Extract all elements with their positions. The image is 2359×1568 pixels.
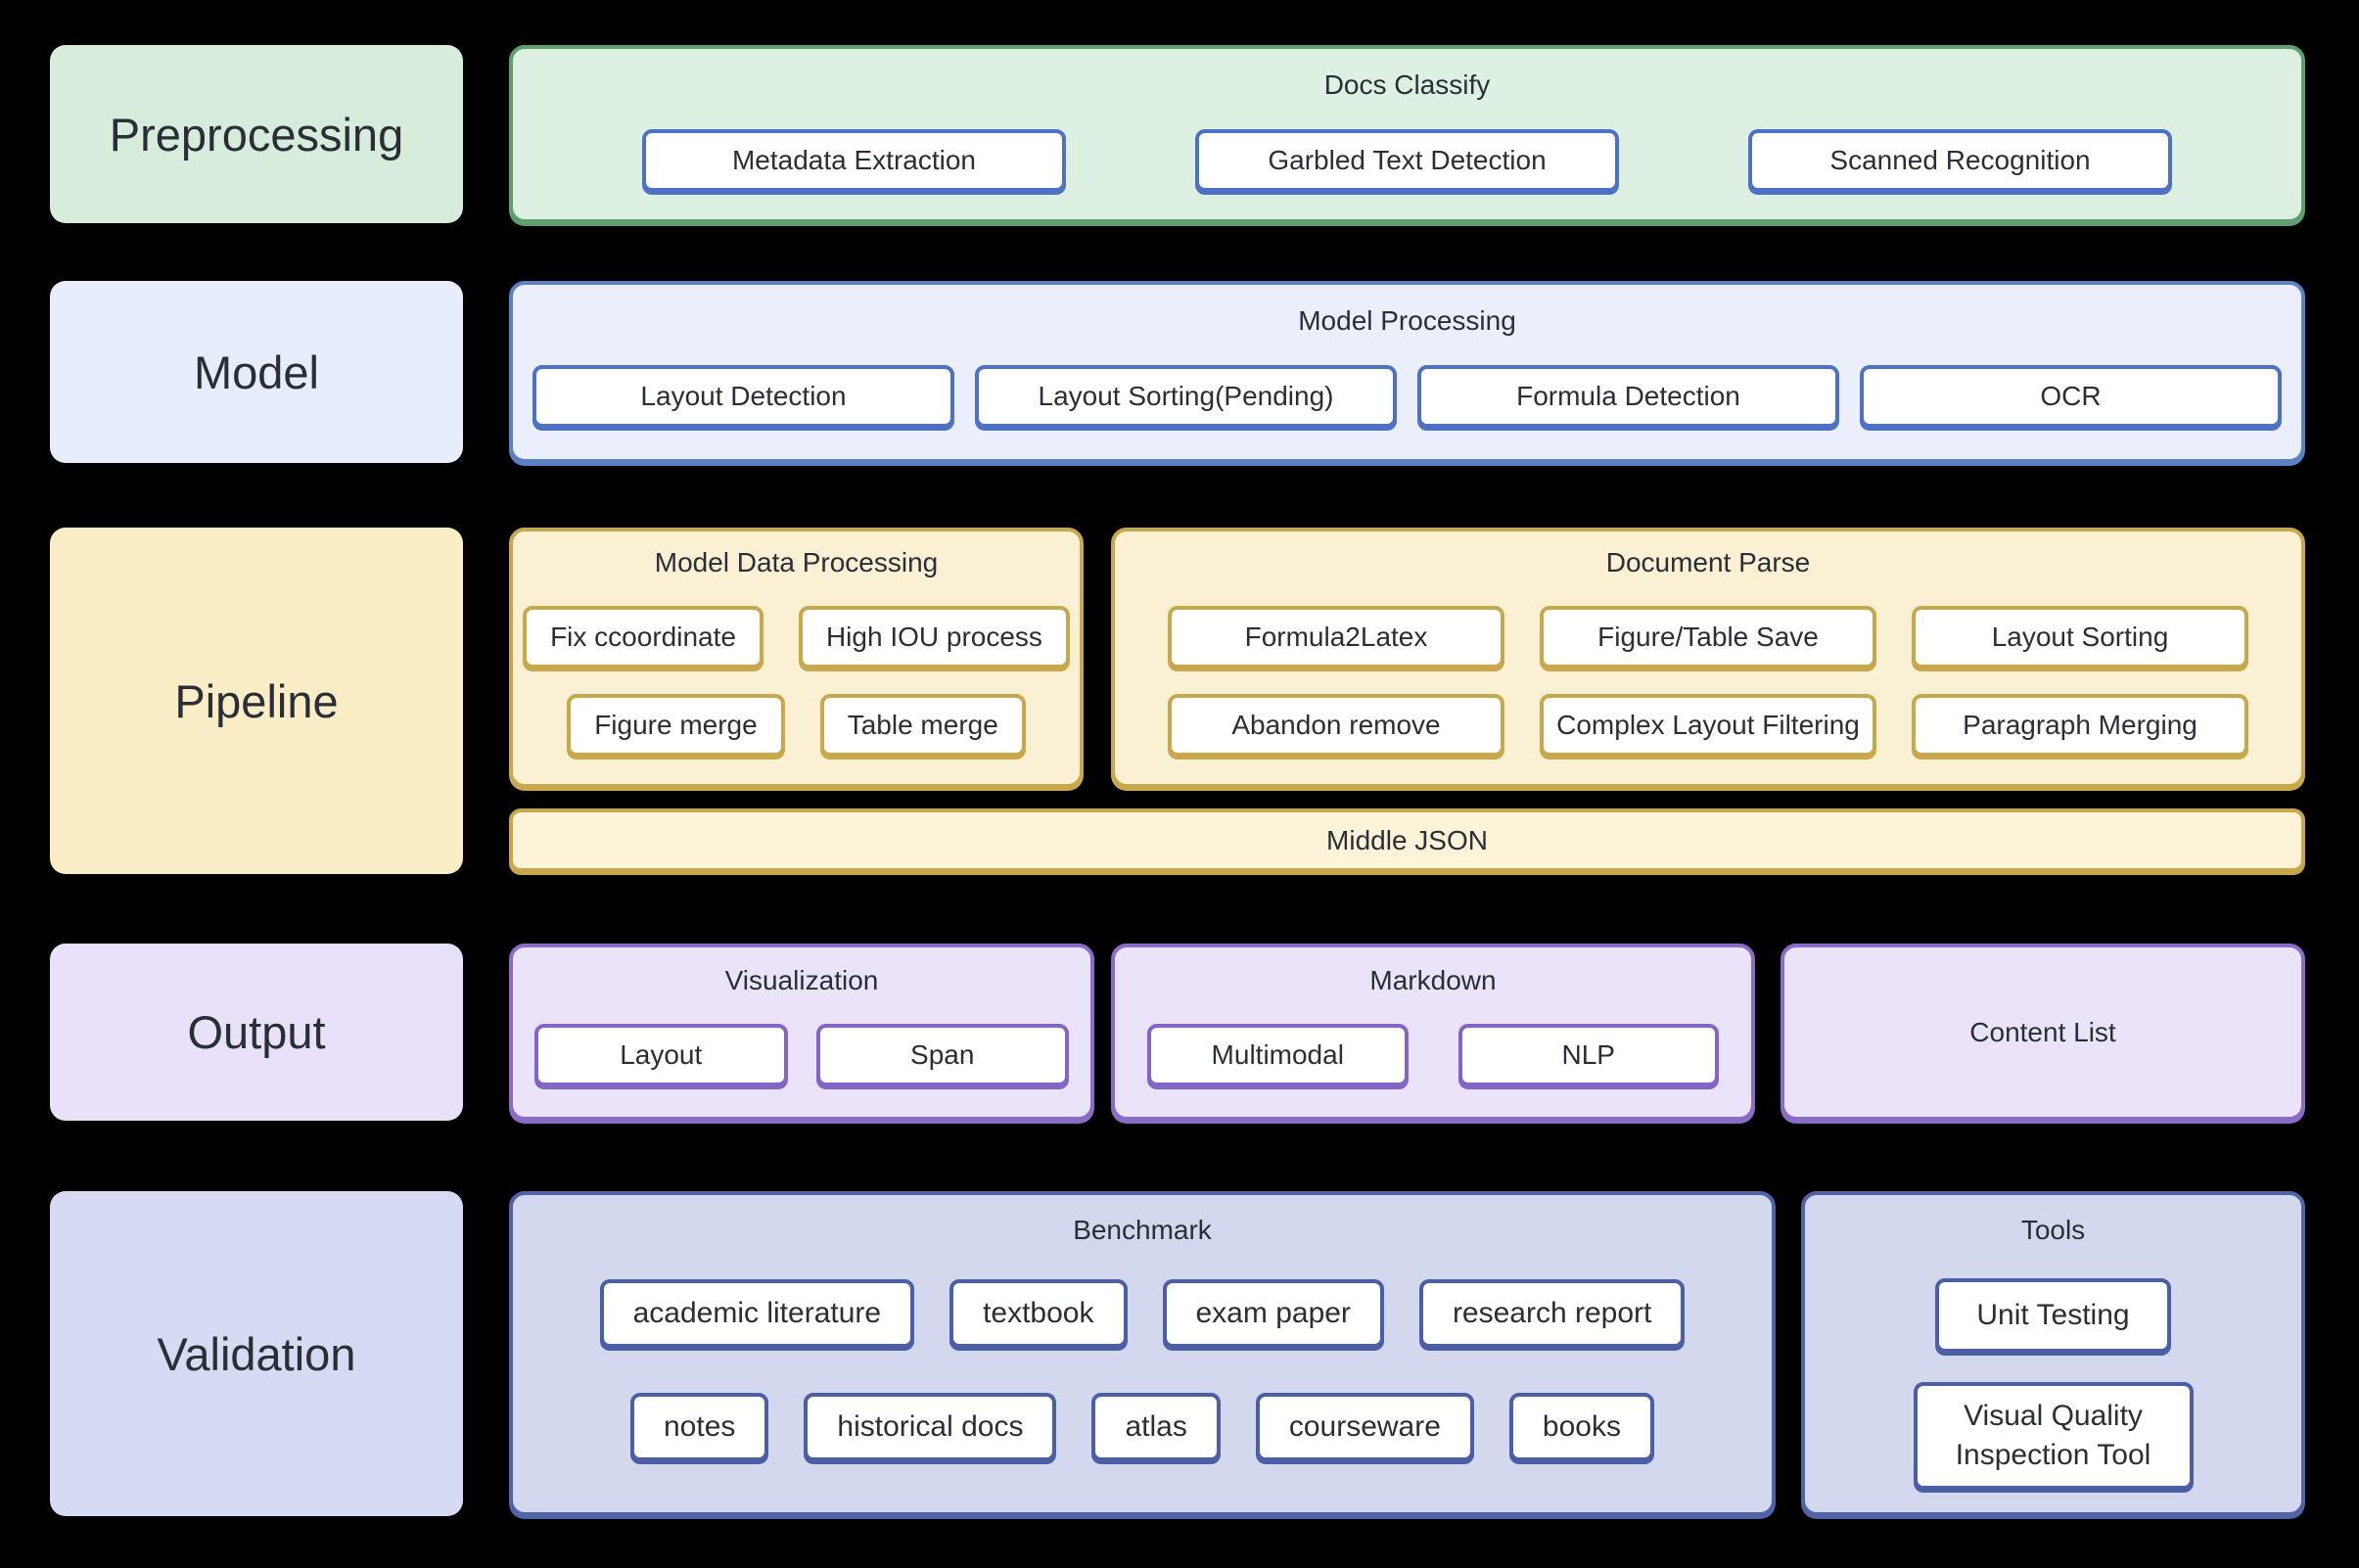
node-scanned-recognition: Scanned Recognition [1748, 129, 2172, 192]
node-nlp: NLP [1457, 1024, 1719, 1086]
node-figure-merge: Figure merge [567, 694, 785, 757]
visualization-title: Visualization [724, 965, 879, 995]
node-metadata-extraction: Metadata Extraction [642, 129, 1066, 192]
row-pipeline: Pipeline Model Data Processing Fix ccoor… [50, 528, 2305, 874]
pipeline-top: Model Data Processing Fix ccoordinate Hi… [509, 528, 2305, 788]
row-label-preprocessing: Preprocessing [50, 45, 463, 223]
row-label-model: Model [50, 281, 463, 463]
node-layout: Layout [534, 1024, 788, 1086]
node-notes: notes [630, 1393, 769, 1461]
markdown-nodes: Multimodal NLP [1115, 1024, 1751, 1086]
pipeline-content: Model Data Processing Fix ccoordinate Hi… [509, 528, 2305, 874]
node-layout-sorting: Layout Sorting [1912, 606, 2248, 669]
docs-classify-nodes: Metadata Extraction Garbled Text Detecti… [513, 129, 2301, 192]
node-multimodal: Multimodal [1147, 1024, 1409, 1086]
benchmark-row-2: notes historical docs atlas courseware b… [513, 1393, 1772, 1461]
row-output: Output Visualization Layout Span Markdow… [50, 944, 2305, 1121]
row-label-validation: Validation [50, 1191, 463, 1516]
node-atlas: atlas [1091, 1393, 1221, 1461]
node-visual-quality-inspection-tool: Visual Quality Inspection Tool [1913, 1382, 2194, 1490]
markdown-container: Markdown Multimodal NLP [1111, 944, 1755, 1121]
validation-content: Benchmark academic literature textbook e… [509, 1191, 2305, 1516]
node-paragraph-merging: Paragraph Merging [1912, 694, 2248, 757]
visualization-nodes: Layout Span [513, 1024, 1090, 1086]
node-high-iou-process: High IOU process [798, 606, 1070, 669]
docs-classify-title: Docs Classify [1323, 69, 1491, 100]
content-list-title: Content List [1969, 1016, 2116, 1047]
benchmark-container: Benchmark academic literature textbook e… [509, 1191, 1776, 1516]
node-exam-paper: exam paper [1162, 1279, 1384, 1348]
node-ocr: OCR [1860, 365, 2282, 428]
model-data-processing-title: Model Data Processing [654, 547, 939, 577]
row-label-output: Output [50, 944, 463, 1121]
node-abandon-remove: Abandon remove [1168, 694, 1504, 757]
tools-title: Tools [2020, 1215, 2086, 1245]
mdp-row-1: Fix ccoordinate High IOU process [513, 606, 1080, 669]
node-complex-layout-filtering: Complex Layout Filtering [1540, 694, 1876, 757]
node-books: books [1508, 1393, 1654, 1461]
node-table-merge: Table merge [819, 694, 1026, 757]
benchmark-title: Benchmark [1073, 1215, 1212, 1245]
visualization-container: Visualization Layout Span [509, 944, 1094, 1121]
node-layout-sorting-pending: Layout Sorting(Pending) [975, 365, 1397, 428]
model-processing-nodes: Layout Detection Layout Sorting(Pending)… [513, 365, 2301, 428]
document-parse-container: Document Parse Formula2Latex Figure/Tabl… [1111, 528, 2305, 788]
node-fix-ccoordinate: Fix ccoordinate [523, 606, 763, 669]
node-figure-table-save: Figure/Table Save [1540, 606, 1876, 669]
content-list-panel: Content List [1781, 944, 2305, 1121]
tools-container: Tools Unit Testing Visual Quality Inspec… [1801, 1191, 2305, 1516]
document-parse-title: Document Parse [1605, 547, 1811, 577]
output-content: Visualization Layout Span Markdown Multi… [509, 944, 2305, 1121]
node-historical-docs: historical docs [804, 1393, 1057, 1461]
benchmark-row-1: academic literature textbook exam paper … [513, 1279, 1772, 1348]
node-courseware: courseware [1255, 1393, 1474, 1461]
row-preprocessing: Preprocessing Docs Classify Metadata Ext… [50, 45, 2305, 223]
mdp-row-2: Figure merge Table merge [513, 694, 1080, 757]
row-model: Model Model Processing Layout Detection … [50, 281, 2305, 463]
node-span: Span [815, 1024, 1069, 1086]
node-garbled-text-detection: Garbled Text Detection [1195, 129, 1619, 192]
node-textbook: textbook [949, 1279, 1128, 1348]
dp-row-1: Formula2Latex Figure/Table Save Layout S… [1115, 606, 2301, 669]
model-processing-title: Model Processing [1298, 305, 1516, 336]
node-layout-detection: Layout Detection [532, 365, 954, 428]
middle-json-bar: Middle JSON [509, 808, 2305, 872]
model-processing-container: Model Processing Layout Detection Layout… [509, 281, 2305, 463]
node-research-report: research report [1418, 1279, 1686, 1348]
node-unit-testing: Unit Testing [1935, 1278, 2171, 1353]
markdown-title: Markdown [1369, 965, 1497, 995]
node-formula2latex: Formula2Latex [1168, 606, 1504, 669]
model-data-processing-container: Model Data Processing Fix ccoordinate Hi… [509, 528, 1084, 788]
dp-row-2: Abandon remove Complex Layout Filtering … [1115, 694, 2301, 757]
docs-classify-container: Docs Classify Metadata Extraction Garble… [509, 45, 2305, 223]
row-validation: Validation Benchmark academic literature… [50, 1191, 2305, 1516]
row-label-pipeline: Pipeline [50, 528, 463, 874]
node-academic-literature: academic literature [599, 1279, 915, 1348]
node-formula-detection: Formula Detection [1417, 365, 1839, 428]
